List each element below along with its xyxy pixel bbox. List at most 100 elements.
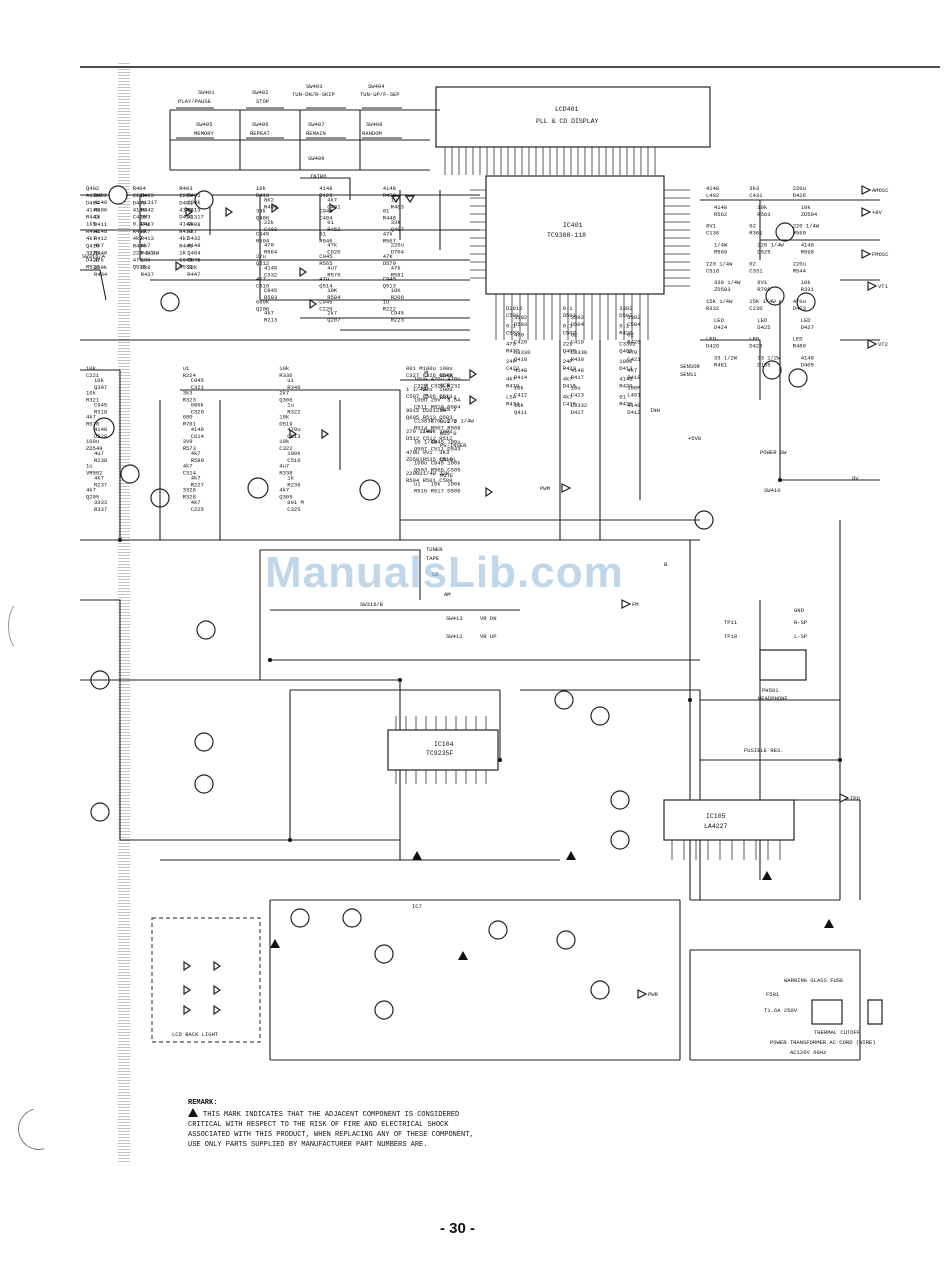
- component-value: R331: [801, 286, 815, 293]
- component-value: C614: [191, 433, 205, 440]
- component-ref: R407: [141, 221, 154, 228]
- component-value: 4k7: [179, 235, 189, 242]
- ic401-pins: [470, 189, 690, 340]
- component-value: 4148: [187, 242, 200, 249]
- component-ref: 100u: [439, 365, 452, 372]
- component-ref: 100k: [447, 481, 461, 488]
- net-label: +5V8: [688, 435, 701, 442]
- component-value: C221: [86, 372, 100, 379]
- component-value: C504: [627, 321, 641, 328]
- component-ref: 33 1/2W: [757, 355, 781, 362]
- component-ref: C3302: [619, 340, 636, 347]
- component-value: R227: [191, 482, 204, 489]
- lcd-display-box: [435, 86, 711, 148]
- component-value: 47k: [94, 257, 105, 264]
- component-ref: 10k: [86, 389, 97, 396]
- component-value: R578: [86, 421, 99, 428]
- component-ref: 1k: [287, 475, 294, 482]
- ic105-ref: IC105: [706, 813, 726, 820]
- component-value: R224: [183, 372, 197, 379]
- component-value: Q507: [414, 446, 427, 453]
- component-ref: C3330: [571, 349, 588, 356]
- net-label: PWR: [648, 991, 659, 998]
- component-value: 1k: [94, 214, 101, 221]
- component-ref: 22k: [439, 470, 450, 477]
- component-ref: Q413: [187, 207, 200, 214]
- switch-labels: SW401 PLAY/PAUSE SW402 STOP SW403 TUN-DN…: [178, 83, 400, 180]
- component-ref: 4u7: [327, 264, 337, 271]
- component-value: R236: [287, 482, 300, 489]
- component-ref: C945: [94, 402, 107, 409]
- component-value: ZD501: [406, 456, 423, 463]
- component-ref: 8k2: [264, 196, 274, 203]
- component-ref: C945: [383, 276, 396, 283]
- net-label: TP10: [724, 633, 737, 640]
- component-ref: R443: [86, 214, 99, 221]
- component-ref: 4148: [191, 426, 204, 433]
- component-value: R340: [287, 384, 300, 391]
- ic105-body: [663, 799, 795, 841]
- net-label: VT1: [878, 283, 889, 290]
- component-ref: LED: [793, 336, 804, 343]
- component-ref: 1u: [383, 298, 390, 305]
- component-ref: 4k7: [86, 414, 96, 421]
- component-ref: 0.1: [619, 323, 630, 330]
- component-ref: 10k: [801, 279, 812, 286]
- component-value: C511: [414, 404, 428, 411]
- component-ref: Q402: [86, 185, 99, 192]
- component-ref: D405: [133, 199, 146, 206]
- component-value: D424: [714, 324, 728, 331]
- component-ref: LED: [757, 317, 768, 324]
- remark-note: REMARK: THIS MARK INDICATES THAT THE ADJ…: [188, 1098, 608, 1150]
- component-ref: 001 M: [406, 365, 423, 372]
- component-ref: C945: [319, 298, 332, 305]
- net-label: FMOSC: [872, 251, 889, 258]
- component-ref: 220 1/4W: [757, 242, 784, 249]
- component-value: Q306: [279, 396, 292, 403]
- remark-line: USE ONLY PARTS SUPPLIED BY MANUFACTURER …: [188, 1141, 428, 1149]
- component-value: C506: [423, 393, 436, 400]
- component-ref: 10k: [94, 377, 105, 384]
- component-value: R581: [391, 271, 405, 278]
- component-value: R583: [264, 294, 277, 301]
- component-value: R447: [187, 271, 200, 278]
- component-value: 4148: [94, 199, 107, 206]
- component-value: Q408: [563, 347, 576, 354]
- component-ref: 3K3: [439, 449, 449, 456]
- component-value: D423: [793, 305, 806, 312]
- component-value: R420: [619, 383, 632, 390]
- component-ref: 4148: [319, 185, 332, 192]
- switch-label: STOP: [256, 98, 269, 105]
- component-value: 4k7: [187, 228, 197, 235]
- bus-label: BUS 2: [440, 406, 457, 413]
- component-value: C138: [706, 230, 719, 237]
- component-value: R321: [86, 396, 100, 403]
- component-value: D413: [619, 365, 632, 372]
- component-ref: C3332: [571, 402, 588, 409]
- component-value: Q206: [256, 305, 269, 312]
- misc-label: POWER TRANSFORMER AC CORD (WIRE): [770, 1039, 876, 1046]
- component-ref: C945: [431, 460, 444, 467]
- component-ref: 470: [514, 332, 524, 339]
- switch-label: TUN-DN/R-SKIP: [292, 91, 335, 98]
- component-value: Q513: [383, 283, 396, 290]
- component-value: D520: [94, 433, 107, 440]
- misc-label: PH501: [762, 687, 779, 694]
- component-value: R337: [94, 506, 107, 513]
- component-value: C332: [264, 271, 277, 278]
- component-value: 4148: [179, 206, 192, 213]
- component-ref: C426: [133, 214, 146, 221]
- misc-label: AC120V 60Hz: [790, 1049, 826, 1056]
- component-ref: 4148: [801, 355, 814, 362]
- component-ref: 1u: [287, 402, 294, 409]
- junction-dots: [118, 478, 842, 842]
- component-ref: C945: [179, 257, 192, 264]
- component-value: R419: [506, 383, 519, 390]
- misc-label: WARNING GLASS FUSE: [784, 977, 844, 984]
- component-ref: 100k: [287, 450, 301, 457]
- component-value: Q307: [94, 384, 107, 391]
- page-number: - 30 -: [440, 1220, 476, 1237]
- component-value: R567: [383, 237, 396, 244]
- component-ref: 4148: [264, 264, 277, 271]
- net-label: 8V: [852, 475, 859, 482]
